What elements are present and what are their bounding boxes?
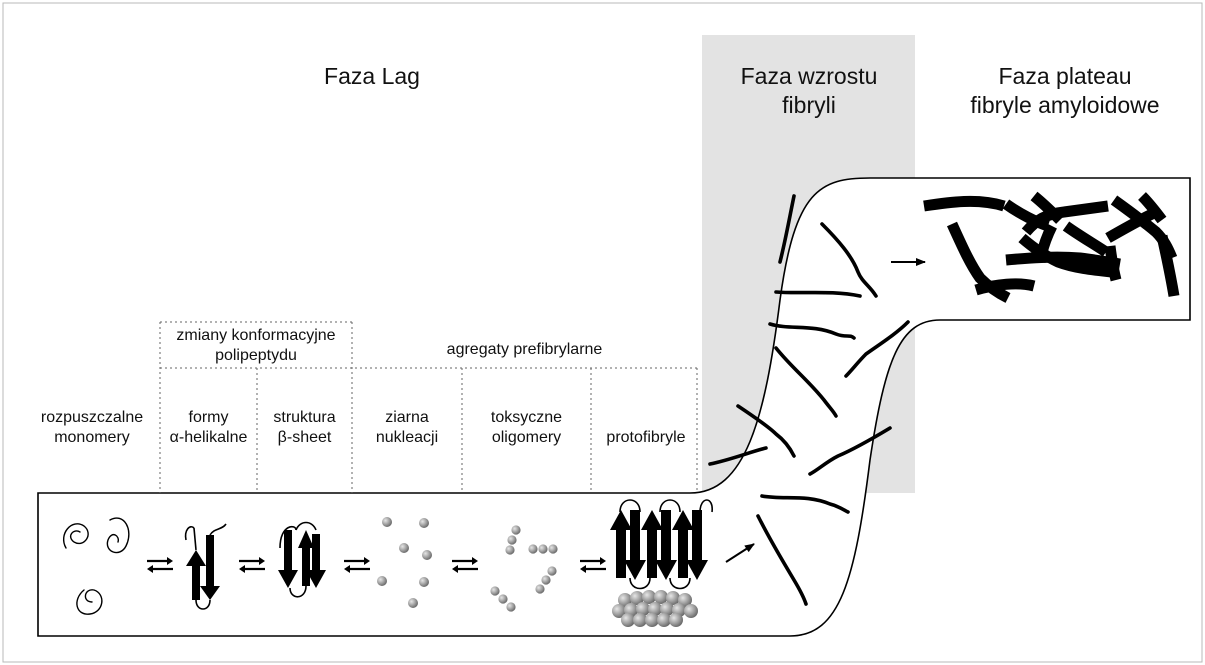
stage-label-line2: nukleacji (352, 428, 462, 448)
stage-label-line1: formy (160, 408, 257, 428)
stage-label-toxic-oligomers: toksyczne oligomery (462, 408, 591, 448)
stage-label-protofibrils: protofibryle (591, 428, 701, 448)
stage-label-line1: protofibryle (591, 428, 701, 448)
plateau-phase-title-line2: fibryle amyloidowe (940, 91, 1190, 120)
plateau-phase-title: Faza plateau fibryle amyloidowe (940, 62, 1190, 120)
stage-label-nucleation-seeds: ziarna nukleacji (352, 408, 462, 448)
conformational-changes-header: zmiany konformacyjne polipeptydu (160, 326, 352, 366)
conformational-changes-header-line2: polipeptydu (160, 346, 352, 366)
growth-phase-title-line2: fibryli (704, 91, 914, 120)
stage-label-line2: monomery (28, 428, 156, 448)
growth-phase-title-line1: Faza wzrostu (704, 62, 914, 91)
conformational-changes-header-line1: zmiany konformacyjne (160, 326, 352, 346)
protofibril-icon (610, 500, 712, 627)
growth-phase-title: Faza wzrostu fibryli (704, 62, 914, 120)
stage-label-line2: α-helikalne (160, 428, 257, 448)
prefibrillar-aggregates-header: agregaty prefibrylarne (352, 340, 697, 360)
stage-label-line1: struktura (257, 408, 352, 428)
lag-phase-title: Faza Lag (272, 62, 472, 91)
stage-label-line1: ziarna (352, 408, 462, 428)
stage-label-line2: β-sheet (257, 428, 352, 448)
plateau-phase-title-line1: Faza plateau (940, 62, 1190, 91)
stage-label-line1: rozpuszczalne (28, 408, 156, 428)
stage-label-line2: oligomery (462, 428, 591, 448)
stage-label-soluble-monomers: rozpuszczalne monomery (28, 408, 156, 448)
stage-label-alpha-helical: formy α-helikalne (160, 408, 257, 448)
stage-label-line1: toksyczne (462, 408, 591, 428)
stage-label-beta-sheet: struktura β-sheet (257, 408, 352, 448)
